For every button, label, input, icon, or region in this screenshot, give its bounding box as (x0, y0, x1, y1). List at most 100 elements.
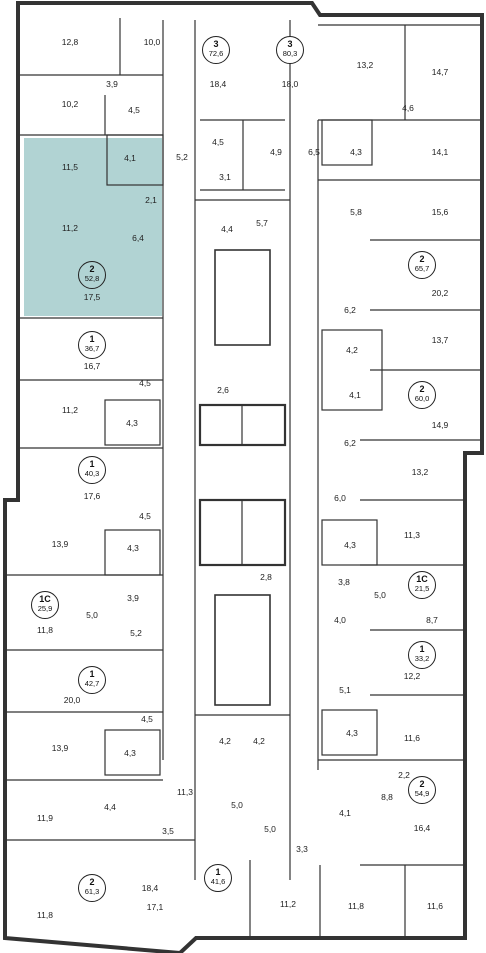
room-area-label: 5,2 (130, 627, 142, 638)
room-area-label: 4,5 (141, 713, 153, 724)
apartment-area: 54,9 (414, 789, 430, 798)
apartment-area: 65,7 (414, 264, 430, 273)
room-area-label: 10,2 (61, 98, 79, 109)
room-area-label: 2,1 (145, 194, 157, 205)
room-area-label: 16,4 (413, 822, 431, 833)
room-area-label: 4,2 (219, 735, 231, 746)
room-area-label: 4,5 (139, 377, 151, 388)
apartment-type: 1 (215, 867, 221, 877)
room-area-label: 8,8 (381, 791, 393, 802)
room-area-label: 18,4 (141, 882, 159, 893)
room-area-label: 8,7 (426, 614, 438, 625)
room-area-label: 6,4 (132, 232, 144, 243)
room-area-label: 3,3 (296, 843, 308, 854)
room-area-label: 17,1 (146, 901, 164, 912)
room-area-label: 4,3 (344, 539, 356, 550)
room-area-label: 11,2 (280, 898, 296, 909)
room-area-label: 3,9 (127, 592, 139, 603)
highlighted-apartment[interactable] (24, 138, 162, 316)
room-area-label: 11,8 (37, 624, 53, 635)
room-area-label: 6,5 (308, 146, 320, 157)
room-area-label: 5,7 (256, 217, 268, 228)
apartment-area: 60,0 (414, 394, 430, 403)
room-area-label: 4,3 (124, 747, 136, 758)
room-area-label: 18,4 (209, 78, 227, 89)
room-area-label: 5,2 (176, 151, 188, 162)
room-area-label: 20,2 (431, 287, 449, 298)
room-area-label: 4,2 (253, 735, 265, 746)
room-area-label: 13,7 (431, 334, 449, 345)
apartment-area: 61,3 (84, 887, 100, 896)
apartment-type: 1 (89, 669, 95, 679)
room-area-label: 4,5 (212, 136, 224, 147)
room-area-label: 6,0 (334, 492, 346, 503)
room-area-label: 11,2 (62, 222, 78, 233)
room-area-label: 11,6 (404, 732, 420, 743)
room-area-label: 3,5 (162, 825, 174, 836)
apartment-type: 2 (419, 779, 425, 789)
apartment-type: 1С (416, 574, 428, 584)
room-area-label: 11,8 (348, 900, 364, 911)
apartment-type: 2 (89, 264, 95, 274)
room-area-label: 10,0 (143, 36, 161, 47)
room-area-label: 11,5 (62, 161, 78, 172)
room-area-label: 4,0 (334, 614, 346, 625)
room-area-label: 20,0 (63, 694, 81, 705)
room-area-label: 11,6 (427, 900, 443, 911)
room-area-label: 2,6 (217, 384, 229, 395)
room-area-label: 4,3 (126, 417, 138, 428)
room-area-label: 4,3 (350, 146, 362, 157)
apartment-area: 41,6 (210, 877, 226, 886)
room-area-label: 13,2 (411, 466, 429, 477)
room-area-label: 13,2 (356, 59, 374, 70)
room-area-label: 4,1 (339, 807, 351, 818)
room-area-label: 5,0 (264, 823, 276, 834)
room-area-label: 4,4 (221, 223, 233, 234)
room-area-label: 5,0 (231, 799, 243, 810)
apartment-type: 1 (89, 334, 95, 344)
apartment-type: 2 (419, 254, 425, 264)
room-area-label: 15,6 (431, 206, 449, 217)
room-area-label: 6,2 (344, 437, 356, 448)
room-area-label: 4,6 (402, 102, 414, 113)
apartment-area: 25,9 (37, 604, 53, 613)
apartment-type: 3 (287, 39, 293, 49)
room-area-label: 4,9 (270, 146, 282, 157)
room-area-label: 14,1 (431, 146, 449, 157)
apartment-type: 2 (89, 877, 95, 887)
apartment-area: 42,7 (84, 679, 100, 688)
room-area-label: 11,2 (62, 404, 78, 415)
room-area-label: 11,8 (37, 909, 53, 920)
apartment-area: 52,8 (84, 274, 100, 283)
room-area-label: 4,5 (128, 104, 140, 115)
room-area-label: 4,4 (104, 801, 116, 812)
apartment-type: 1С (39, 594, 51, 604)
room-area-label: 4,3 (127, 542, 139, 553)
room-area-label: 5,8 (350, 206, 362, 217)
room-area-label: 4,1 (124, 152, 136, 163)
room-area-label: 14,7 (431, 66, 449, 77)
apartment-area: 80,3 (282, 49, 298, 58)
room-area-label: 4,5 (139, 510, 151, 521)
apartment-area: 33,2 (414, 654, 430, 663)
room-area-label: 18,0 (281, 78, 299, 89)
room-area-label: 14,9 (431, 419, 449, 430)
apartment-type: 1 (89, 459, 95, 469)
room-area-label: 3,8 (338, 576, 350, 587)
